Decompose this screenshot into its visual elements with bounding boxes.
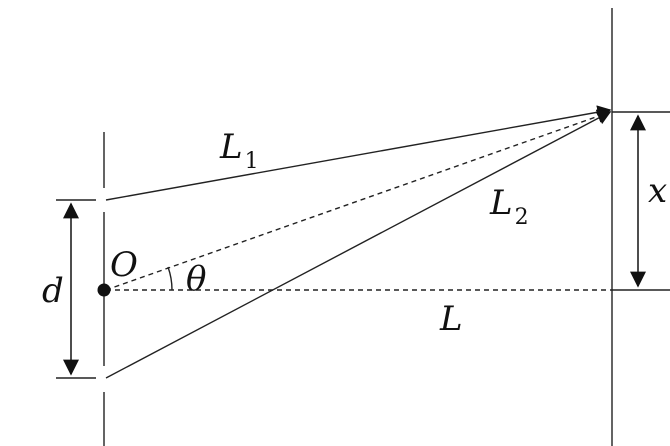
label-theta: θ: [186, 259, 206, 299]
ray-l2: [105, 111, 612, 379]
point-o: [97, 283, 111, 297]
ray-l1: [105, 105, 612, 201]
label-l2: L2: [489, 183, 529, 230]
label-l1: L1: [219, 127, 259, 174]
theta-arc: [167, 266, 173, 291]
label-x: x: [648, 171, 667, 211]
label-l: L: [439, 299, 463, 339]
ray-center: [105, 109, 612, 291]
label-o: O: [110, 245, 138, 285]
label-d: d: [42, 271, 64, 311]
